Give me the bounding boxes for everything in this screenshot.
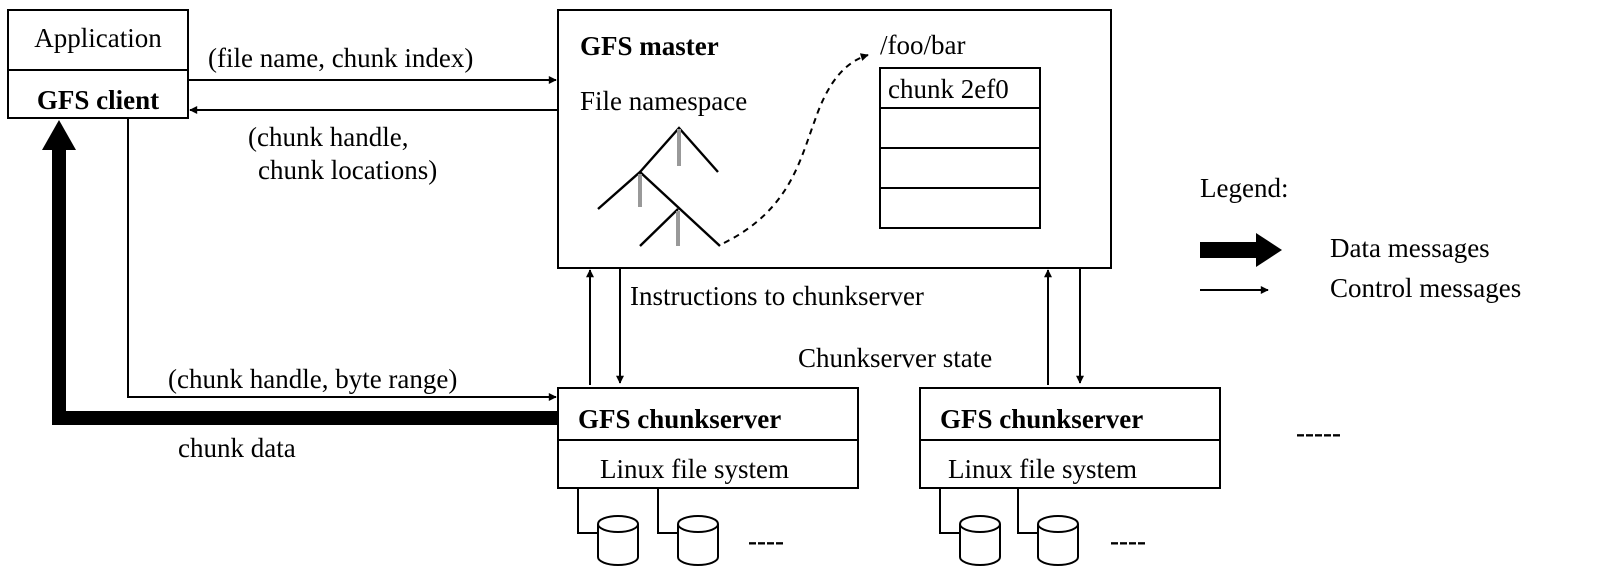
legend-data-label: Data messages	[1330, 233, 1490, 263]
disk-connectors	[939, 488, 1038, 534]
more-disks-ellipsis: ----	[1110, 526, 1146, 556]
client-box	[7, 9, 189, 119]
legend-control-label: Control messages	[1330, 273, 1521, 303]
legend-data-arrow-icon	[1200, 233, 1282, 267]
application-label: Application	[34, 23, 162, 53]
more-disks-ellipsis: ----	[748, 526, 784, 556]
chunk-data-label: chunk data	[178, 433, 296, 463]
chunk-entry: chunk 2ef0	[888, 74, 1009, 104]
instructions-label: Instructions to chunkserver	[630, 281, 924, 311]
disk-icon	[959, 515, 1001, 566]
linux-fs-label: Linux file system	[948, 454, 1137, 484]
chunkserver-state-label: Chunkserver state	[798, 343, 992, 373]
file-path-label: /foo/bar	[880, 30, 965, 60]
reply-label-line2: chunk locations)	[258, 155, 437, 185]
chunkserver-title: GFS chunkserver	[578, 404, 781, 434]
disk-connectors	[577, 488, 678, 534]
linux-fs-label: Linux file system	[600, 454, 789, 484]
file-namespace-label: File namespace	[580, 86, 747, 116]
chunkserver-box	[919, 387, 1221, 489]
disk-icon	[597, 515, 639, 566]
namespace-tree	[597, 126, 721, 247]
gfs-client-label: GFS client	[37, 85, 159, 115]
disk-icon	[677, 515, 719, 566]
request-label: (file name, chunk index)	[208, 43, 473, 73]
disk-icon	[1037, 515, 1079, 566]
reply-label-line1: (chunk handle,	[248, 122, 408, 152]
read-request-label: (chunk handle, byte range)	[168, 364, 457, 394]
chunk-data-arrow	[42, 120, 558, 425]
chunkserver-title: GFS chunkserver	[940, 404, 1143, 434]
legend-title: Legend:	[1200, 173, 1288, 203]
gfs-master-title: GFS master	[580, 31, 719, 61]
read-request-arrow	[127, 118, 557, 401]
chunk-table	[879, 67, 1041, 229]
chunkserver-box	[557, 387, 859, 489]
more-chunkservers-ellipsis: -----	[1296, 418, 1341, 448]
